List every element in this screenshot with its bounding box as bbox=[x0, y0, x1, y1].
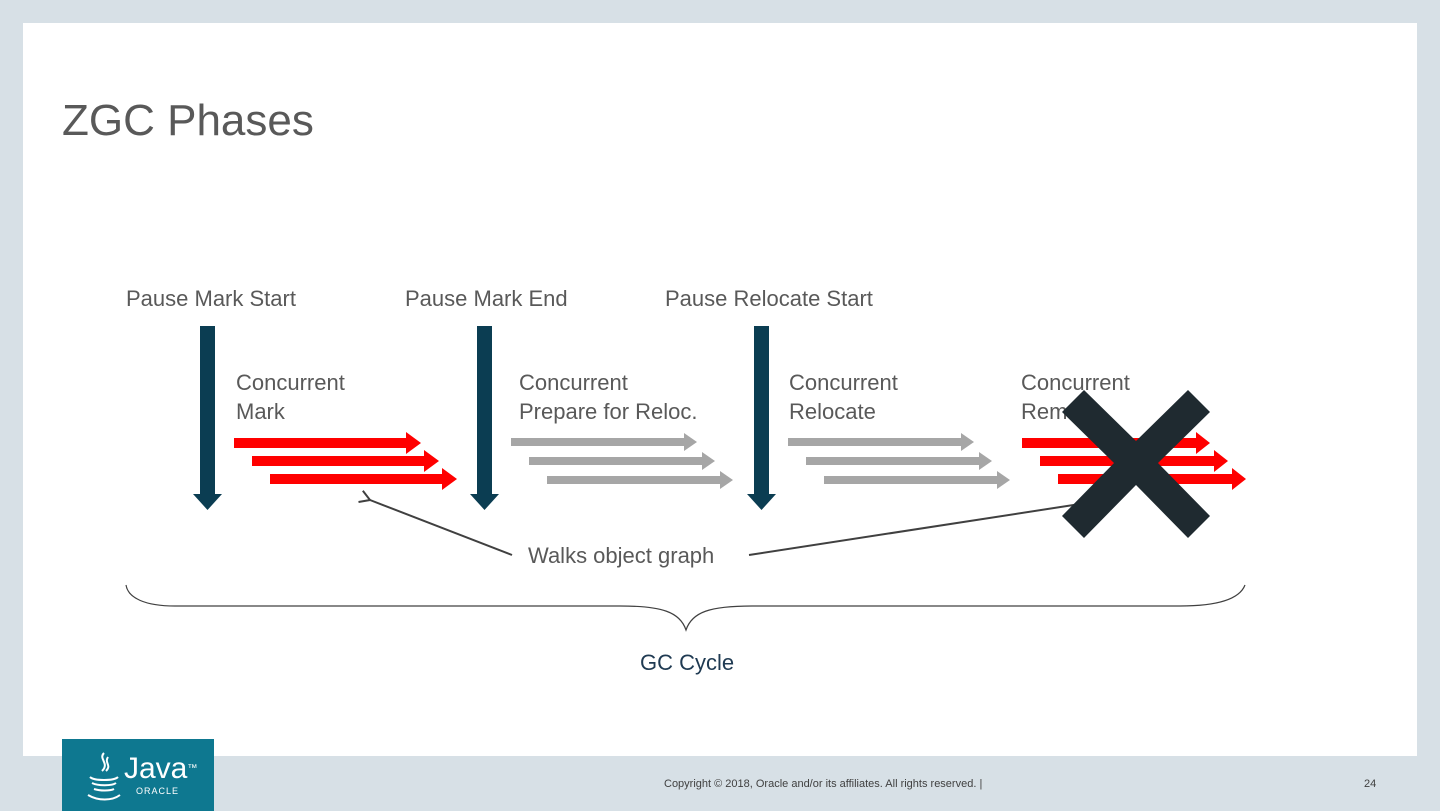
copyright-notice: Copyright © 2018, Oracle and/or its affi… bbox=[664, 778, 983, 790]
slide-title: ZGC Phases bbox=[62, 96, 314, 145]
phase-label-line2: Relocate bbox=[789, 399, 876, 424]
phase-label-line1: Concurrent bbox=[1021, 370, 1130, 395]
phase-label-concurrent-relocate: Concurrent Relocate bbox=[789, 368, 898, 426]
oracle-logo-text: ORACLE bbox=[136, 786, 180, 796]
phase-label-concurrent-prepare: Concurrent Prepare for Reloc. bbox=[519, 368, 698, 426]
java-cup-icon bbox=[87, 752, 121, 801]
annotation-walks-object-graph: Walks object graph bbox=[528, 543, 715, 568]
phase-label-line1: Concurrent bbox=[519, 370, 628, 395]
phase-label-line1: Concurrent bbox=[789, 370, 898, 395]
pause-label-mark-end: Pause Mark End bbox=[405, 286, 568, 311]
java-logo-text: Java™ bbox=[124, 751, 197, 787]
phase-label-line1: Concurrent bbox=[236, 370, 345, 395]
java-trademark: ™ bbox=[187, 763, 198, 774]
gc-cycle-label: GC Cycle bbox=[640, 650, 735, 675]
pause-label-relocate-start: Pause Relocate Start bbox=[665, 286, 873, 311]
slide-canvas bbox=[23, 23, 1417, 756]
java-wordmark: Java bbox=[124, 752, 188, 785]
phase-label-concurrent-remap: Concurrent Rem bbox=[1021, 368, 1130, 426]
java-logo: Java™ ORACLE bbox=[62, 739, 214, 811]
pause-label-mark-start: Pause Mark Start bbox=[126, 286, 296, 311]
phase-label-line2: Mark bbox=[236, 399, 285, 424]
phase-label-line2: Rem bbox=[1021, 399, 1068, 424]
page-number: 24 bbox=[1364, 778, 1377, 790]
phase-label-concurrent-mark: Concurrent Mark bbox=[236, 368, 345, 426]
phase-label-line2: Prepare for Reloc. bbox=[519, 399, 698, 424]
